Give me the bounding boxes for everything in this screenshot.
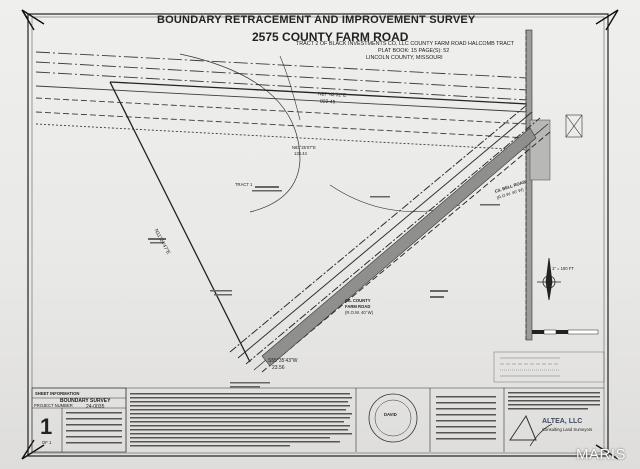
curve-distance-label: 133.44 (294, 151, 307, 156)
project-number: 24-0035 (86, 404, 105, 410)
survey-title: BOUNDARY RETRACEMENT AND IMPROVEMENT SUR… (157, 14, 476, 26)
project-number-label: PROJECT NUMBER (34, 403, 73, 408)
county-road-row-label: (R.O.W. 40' W) (345, 310, 374, 315)
company-logo (509, 414, 537, 441)
county-road-label: C/L COUNTY (345, 298, 371, 303)
scale-label: 1" = 100 FT (552, 266, 574, 271)
bottom-bearing-label: S55°35'43"W (268, 358, 298, 364)
tract-1-label: TRACT 1 (235, 182, 253, 187)
bottom-distance-label: 23.56 (272, 365, 285, 371)
tract-description: TRACT 2 OF BLACK INVESTMENTS CO, LLC COU… (296, 41, 515, 47)
sheet-number: 1 (40, 414, 53, 439)
sheet-name: BOUNDARY SURVEY (60, 398, 111, 404)
property-address: 2575 COUNTY FARM ROAD (252, 30, 409, 44)
surveyor-seal (368, 393, 418, 443)
county-road-label-2: FARM ROAD (345, 304, 371, 309)
maris-watermark: MARIS (576, 446, 627, 463)
curve-bearing-label: N83°25'07"E (292, 145, 316, 150)
company-name: ALTEA, LLC (542, 418, 583, 425)
sheet-of: OF 1 (42, 440, 52, 445)
company-subtitle: Consulting Land Surveyors (542, 427, 593, 432)
top-distance-label: 822.45 (319, 98, 336, 106)
county-label: LINCOLN COUNTY, MISSOURI (366, 55, 443, 61)
seal-name: DAVID (384, 412, 397, 417)
plat-book-reference: PLAT BOOK: 15 PAGE(S): 52 (378, 48, 450, 54)
sheet-info-header: SHEET INFORMATION (35, 391, 80, 396)
